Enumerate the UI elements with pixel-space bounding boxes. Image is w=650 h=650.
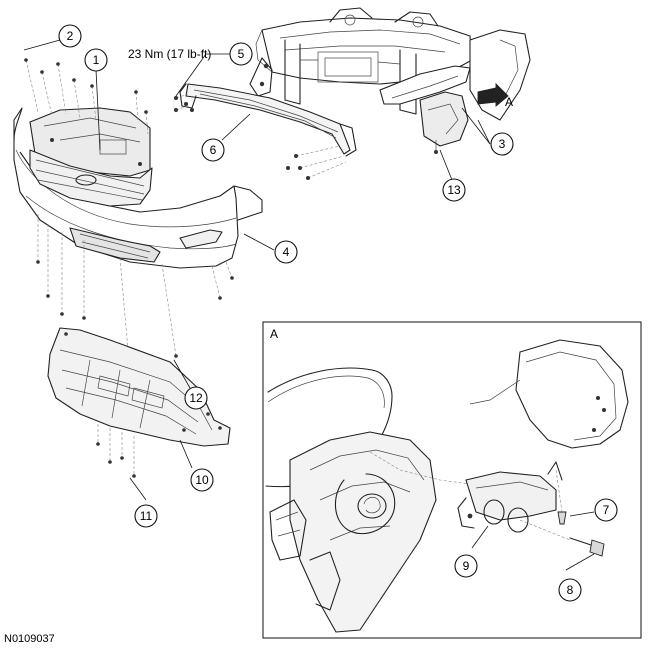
svg-text:7: 7 xyxy=(603,503,610,517)
callout-10: 10 xyxy=(190,468,214,492)
callout-leaders xyxy=(23,39,595,571)
callout-7: 7 xyxy=(594,498,618,522)
callout-4: 4 xyxy=(274,240,298,264)
callout-6: 6 xyxy=(201,138,225,162)
front-end-structure xyxy=(174,7,531,180)
callout-12: 12 xyxy=(184,386,208,410)
svg-text:13: 13 xyxy=(447,183,461,197)
view-a-indicator: A xyxy=(505,95,513,109)
detail-view-a: A xyxy=(262,321,642,639)
svg-text:5: 5 xyxy=(238,47,245,61)
svg-text:1: 1 xyxy=(93,53,100,67)
svg-text:4: 4 xyxy=(283,245,290,259)
svg-text:2: 2 xyxy=(67,29,74,43)
callout-8: 8 xyxy=(558,578,582,602)
callout-1: 1 xyxy=(84,48,108,72)
callout-11: 11 xyxy=(134,504,158,528)
torque-spec-label: 23 Nm (17 lb-ft) xyxy=(128,47,211,61)
svg-text:10: 10 xyxy=(195,473,209,487)
svg-text:9: 9 xyxy=(463,559,470,573)
svg-text:11: 11 xyxy=(140,509,153,523)
detail-view-letter: A xyxy=(270,327,278,341)
svg-text:6: 6 xyxy=(210,143,217,157)
front-bumper-cover xyxy=(13,58,263,358)
callout-5: 5 xyxy=(229,42,253,66)
svg-text:8: 8 xyxy=(567,583,574,597)
callout-3: 3 xyxy=(490,132,514,156)
callout-2: 2 xyxy=(58,24,82,48)
callout-13: 13 xyxy=(442,178,466,202)
bumper-fasteners xyxy=(24,58,234,358)
lower-splash-shield xyxy=(47,327,231,478)
callout-9: 9 xyxy=(454,554,478,578)
figure-id: N0109037 xyxy=(4,633,55,645)
svg-text:12: 12 xyxy=(189,391,203,405)
svg-text:3: 3 xyxy=(499,137,506,151)
